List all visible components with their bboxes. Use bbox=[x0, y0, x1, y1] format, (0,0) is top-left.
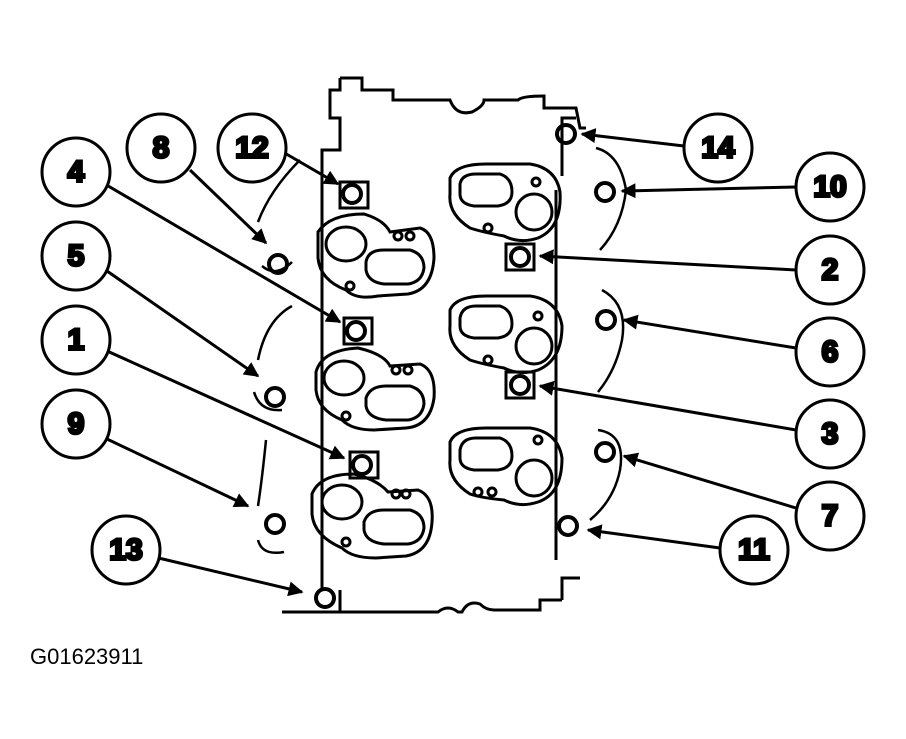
bolt-hole-2 bbox=[509, 246, 531, 268]
callouts: 8 12 4 5 1 9 13 14 10 2 6 3 7 11 bbox=[40, 112, 866, 586]
leader-arrow-14 bbox=[580, 128, 685, 148]
leader-arrow-4 bbox=[97, 178, 342, 324]
figure-id: G01623911 bbox=[30, 644, 143, 669]
bolt-hole-4 bbox=[345, 320, 367, 342]
leader-arrows bbox=[87, 128, 797, 597]
bolt-hole-1 bbox=[351, 454, 373, 476]
callout-7: 7 bbox=[794, 480, 866, 552]
leader-arrow-7 bbox=[622, 452, 797, 510]
bolt-hole-8 bbox=[267, 253, 289, 275]
callout-label: 9 bbox=[68, 408, 85, 441]
bolt-hole-13 bbox=[314, 587, 336, 609]
callout-label: 1 bbox=[68, 324, 85, 357]
callout-label: 8 bbox=[153, 132, 170, 165]
bolt-hole-10 bbox=[594, 181, 616, 203]
port-gaskets-left bbox=[310, 212, 436, 560]
leader-arrow-10 bbox=[620, 183, 797, 199]
port-gaskets-right bbox=[448, 162, 564, 507]
bolt-hole-14 bbox=[555, 123, 577, 145]
leader-arrow-1 bbox=[95, 344, 346, 460]
bolt-hole-6 bbox=[595, 309, 617, 331]
callout-8: 8 bbox=[125, 112, 197, 184]
leader-arrow-6 bbox=[622, 314, 797, 350]
bolt-hole-5 bbox=[264, 386, 286, 408]
callout-12: 12 bbox=[216, 112, 288, 184]
callout-4: 4 bbox=[40, 136, 112, 208]
leader-arrow-2 bbox=[538, 249, 797, 272]
bolt-hole-11 bbox=[557, 515, 579, 537]
bolt-holes-squared bbox=[338, 180, 536, 480]
bolt-hole-12 bbox=[341, 183, 363, 205]
callout-label: 2 bbox=[822, 254, 839, 287]
callout-label: 3 bbox=[822, 418, 839, 451]
leader-arrow-13 bbox=[149, 554, 304, 597]
leader-arrow-11 bbox=[586, 524, 721, 550]
cylinder-head-outline bbox=[282, 76, 586, 614]
callout-13: 13 bbox=[90, 514, 162, 586]
callout-14: 14 bbox=[682, 112, 754, 184]
callout-label: 14 bbox=[701, 132, 735, 165]
callout-6: 6 bbox=[794, 316, 866, 388]
bolt-boss-outlines bbox=[252, 146, 628, 554]
callout-label: 5 bbox=[68, 240, 85, 273]
callout-label: 7 bbox=[822, 500, 839, 533]
callout-3: 3 bbox=[794, 398, 866, 470]
callout-label: 4 bbox=[68, 156, 85, 189]
bolt-holes bbox=[264, 123, 617, 609]
callout-label: 6 bbox=[822, 336, 839, 369]
bolt-hole-7 bbox=[594, 441, 616, 463]
leader-arrow-9 bbox=[87, 428, 250, 508]
callout-9: 9 bbox=[40, 388, 112, 460]
callout-label: 10 bbox=[813, 171, 846, 204]
callout-2: 2 bbox=[794, 234, 866, 306]
callout-label: 12 bbox=[235, 132, 268, 165]
leader-arrow-5 bbox=[93, 260, 260, 378]
callout-label: 13 bbox=[109, 534, 142, 567]
bolt-hole-9 bbox=[264, 513, 286, 535]
callout-5: 5 bbox=[40, 220, 112, 292]
callout-label: 11 bbox=[738, 534, 770, 567]
callout-11: 11 bbox=[718, 514, 790, 586]
callout-1: 1 bbox=[40, 304, 112, 376]
leader-arrow-8 bbox=[188, 168, 268, 245]
bolt-hole-3 bbox=[509, 374, 531, 396]
leader-arrow-3 bbox=[538, 380, 797, 432]
callout-10: 10 bbox=[794, 151, 866, 223]
